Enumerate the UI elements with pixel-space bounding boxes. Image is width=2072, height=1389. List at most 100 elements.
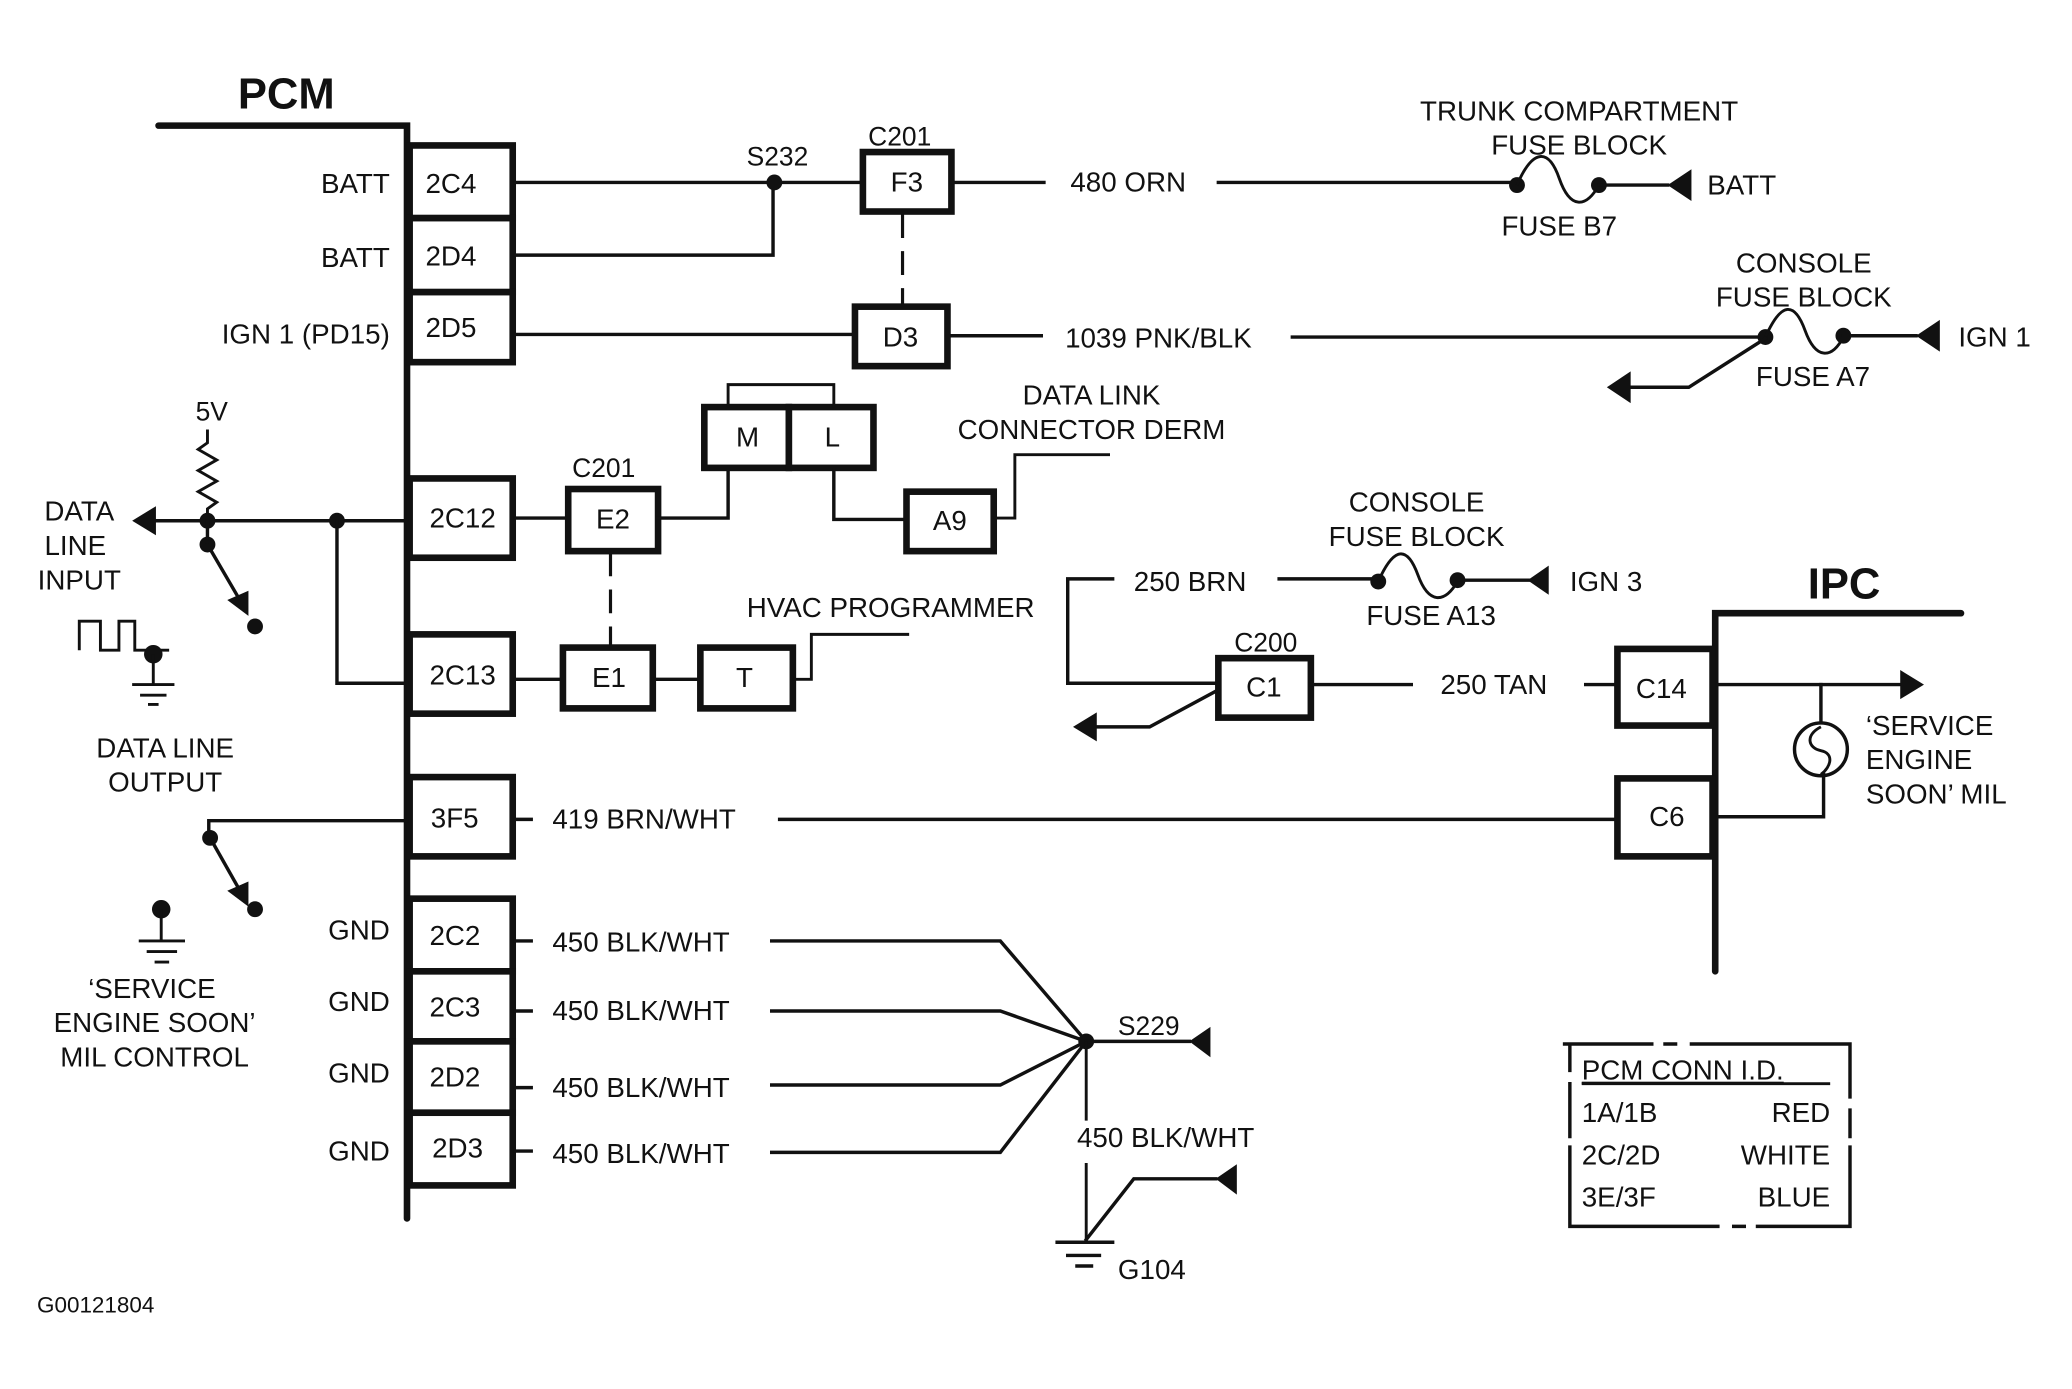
ign1-source-icon (1916, 319, 1940, 352)
wire-480-label: 480 ORN (1070, 167, 1186, 198)
table-row: 1A/1B RED (1582, 1097, 1830, 1128)
ign3-source-label: IGN 3 (1570, 566, 1642, 597)
console-fuse-block-title: CONSOLE (1736, 247, 1872, 278)
table-cell-color: WHITE (1741, 1139, 1830, 1170)
mil-control-label: MIL CONTROL (60, 1041, 249, 1072)
wire-450-label: 450 BLK/WHT (552, 927, 729, 958)
splice-s232-dot (766, 174, 783, 191)
ipc-pin-c14 (1614, 645, 1716, 729)
connector-c201-label: C201 (868, 121, 931, 151)
pcm-pin-2C12 (406, 475, 517, 562)
table-border (1562, 1042, 1852, 1229)
square-wave-icon (77, 619, 170, 652)
fuse-b7-label: FUSE B7 (1501, 210, 1617, 241)
pcm-pin-2C4 (406, 142, 517, 222)
data-line-input-label: DATA (44, 496, 114, 527)
wire-450-run (769, 1039, 1089, 1087)
table-cell-color: RED (1772, 1097, 1831, 1128)
connector-l (785, 403, 877, 472)
switch-contact (247, 618, 263, 635)
wire-2c13-loop (335, 519, 409, 685)
connector-e2 (564, 485, 662, 555)
wire-e2-m (656, 467, 730, 520)
lamp-return (1716, 772, 1826, 819)
ground-g104-icon (1055, 1240, 1115, 1268)
wire-250-brn-loop (1065, 577, 1221, 685)
pin-id: 2C3 (429, 991, 480, 1022)
pin-label: IGN 1 (PD15) (222, 319, 390, 350)
connector-a9-label: A9 (933, 505, 967, 536)
pin-label: GND (328, 986, 390, 1017)
data-line-input-arrow-icon (132, 506, 156, 536)
wire-2d4 (513, 180, 775, 257)
connector-f3-label: F3 (891, 167, 923, 198)
g104-arrow-icon (1215, 1164, 1237, 1195)
table-cell-conn: 2C/2D (1582, 1139, 1661, 1170)
s229-arrow-icon (1189, 1026, 1211, 1058)
mil-lamp-label: ‘SERVICE (1866, 710, 1993, 741)
wire-450-run (769, 939, 1089, 1044)
mil-lamp-label: ENGINE (1866, 744, 1972, 775)
wire-450-label: 450 BLK/WHT (552, 1072, 729, 1103)
pin-id: 2D4 (426, 241, 477, 272)
pcm-pin-2D5 (406, 288, 517, 366)
pcm-conn-id-table: PCM CONN I.D. 1A/1B RED 2C/2D WHITE 3E/3… (1562, 1042, 1852, 1229)
wire-a7-branch (1626, 336, 1768, 389)
data-line-output-label: DATA LINE (96, 732, 234, 763)
pin-label: GND (328, 1057, 390, 1088)
ground-icon (138, 909, 185, 964)
ipc-pin-label: C14 (1636, 673, 1687, 704)
connector-d3 (851, 303, 951, 370)
connector-c1-label: C1 (1246, 671, 1281, 702)
console-fuse-block-title: FUSE BLOCK (1329, 521, 1505, 552)
fuse-b7-icon (1515, 155, 1601, 204)
console-fuse-block-title: CONSOLE (1349, 486, 1485, 517)
circuit-hvac: E1 T HVAC PROGRAMMER (513, 592, 1035, 712)
data-line-output-label: OUTPUT (108, 767, 222, 798)
data-line-circuit: 5V DATA LINE INPUT DATA LINE OUTPUT (38, 396, 409, 798)
connector-m-label: M (736, 422, 759, 453)
connector-a9 (903, 488, 998, 555)
ipc-pin-c6 (1614, 775, 1716, 860)
wire-1039-label: 1039 PNK/BLK (1065, 323, 1252, 354)
data-line-input-label: INPUT (38, 564, 121, 595)
fuse-a7-label: FUSE A7 (1756, 361, 1870, 392)
m-l-jumper (726, 383, 836, 408)
connector-c1 (1215, 654, 1315, 721)
wire-c1-branch (1092, 687, 1221, 729)
pcm-pin-group-ground (406, 895, 517, 1189)
connector-d3-label: D3 (883, 321, 918, 352)
mil-control-label: ‘SERVICE (88, 973, 215, 1004)
pcm-pin-group-top (406, 142, 517, 366)
dlc-label: DATA LINK (1023, 379, 1161, 410)
splice-s232-label: S232 (747, 141, 809, 171)
wire-l-a9 (832, 467, 909, 522)
wire-450-label: 450 BLK/WHT (552, 1138, 729, 1169)
circuit-250: 250 BRN IGN 3 CONSOLE FUSE BLOCK FUSE A1… (1065, 486, 1642, 742)
console-fuse-block-title: FUSE BLOCK (1716, 282, 1892, 313)
connector-c201-label: C201 (572, 453, 635, 483)
branch-arrow-icon (1606, 371, 1631, 404)
circuit-450: 450 BLK/WHT 450 BLK/WHT 450 BLK/WHT 450 … (513, 927, 1254, 1285)
figure-id: G00121804 (37, 1292, 154, 1317)
pcm-pin-2D3 (406, 1109, 517, 1189)
data-line-input-label: LINE (44, 530, 106, 561)
ipc-arrow-icon (1900, 670, 1924, 700)
batt-source-label: BATT (1707, 169, 1776, 200)
pin-label: BATT (321, 168, 390, 199)
pcm-pin-3F5 (406, 773, 517, 860)
pcm-pin-2C2 (406, 895, 517, 975)
trunk-fuse-block-title: TRUNK COMPARTMENT (1420, 95, 1738, 126)
pcm-pin-2C13 (406, 631, 517, 717)
hvac-lead (792, 632, 910, 681)
connector-e1-label: E1 (592, 662, 626, 693)
switch-contact (247, 901, 263, 918)
pin-label: GND (328, 915, 390, 946)
pcm-module: PCM 2C4 2D4 2D5 2C12 2C13 3F5 2C2 2C3 2D… (155, 70, 517, 1222)
connector-t-label: T (736, 662, 753, 693)
table-cell-conn: 3E/3F (1582, 1182, 1656, 1213)
connector-c200-label: C200 (1234, 628, 1297, 658)
wire-250-brn-label: 250 BRN (1134, 566, 1247, 597)
pin-id: 2C12 (429, 502, 495, 533)
connector-l-label: L (825, 422, 840, 453)
